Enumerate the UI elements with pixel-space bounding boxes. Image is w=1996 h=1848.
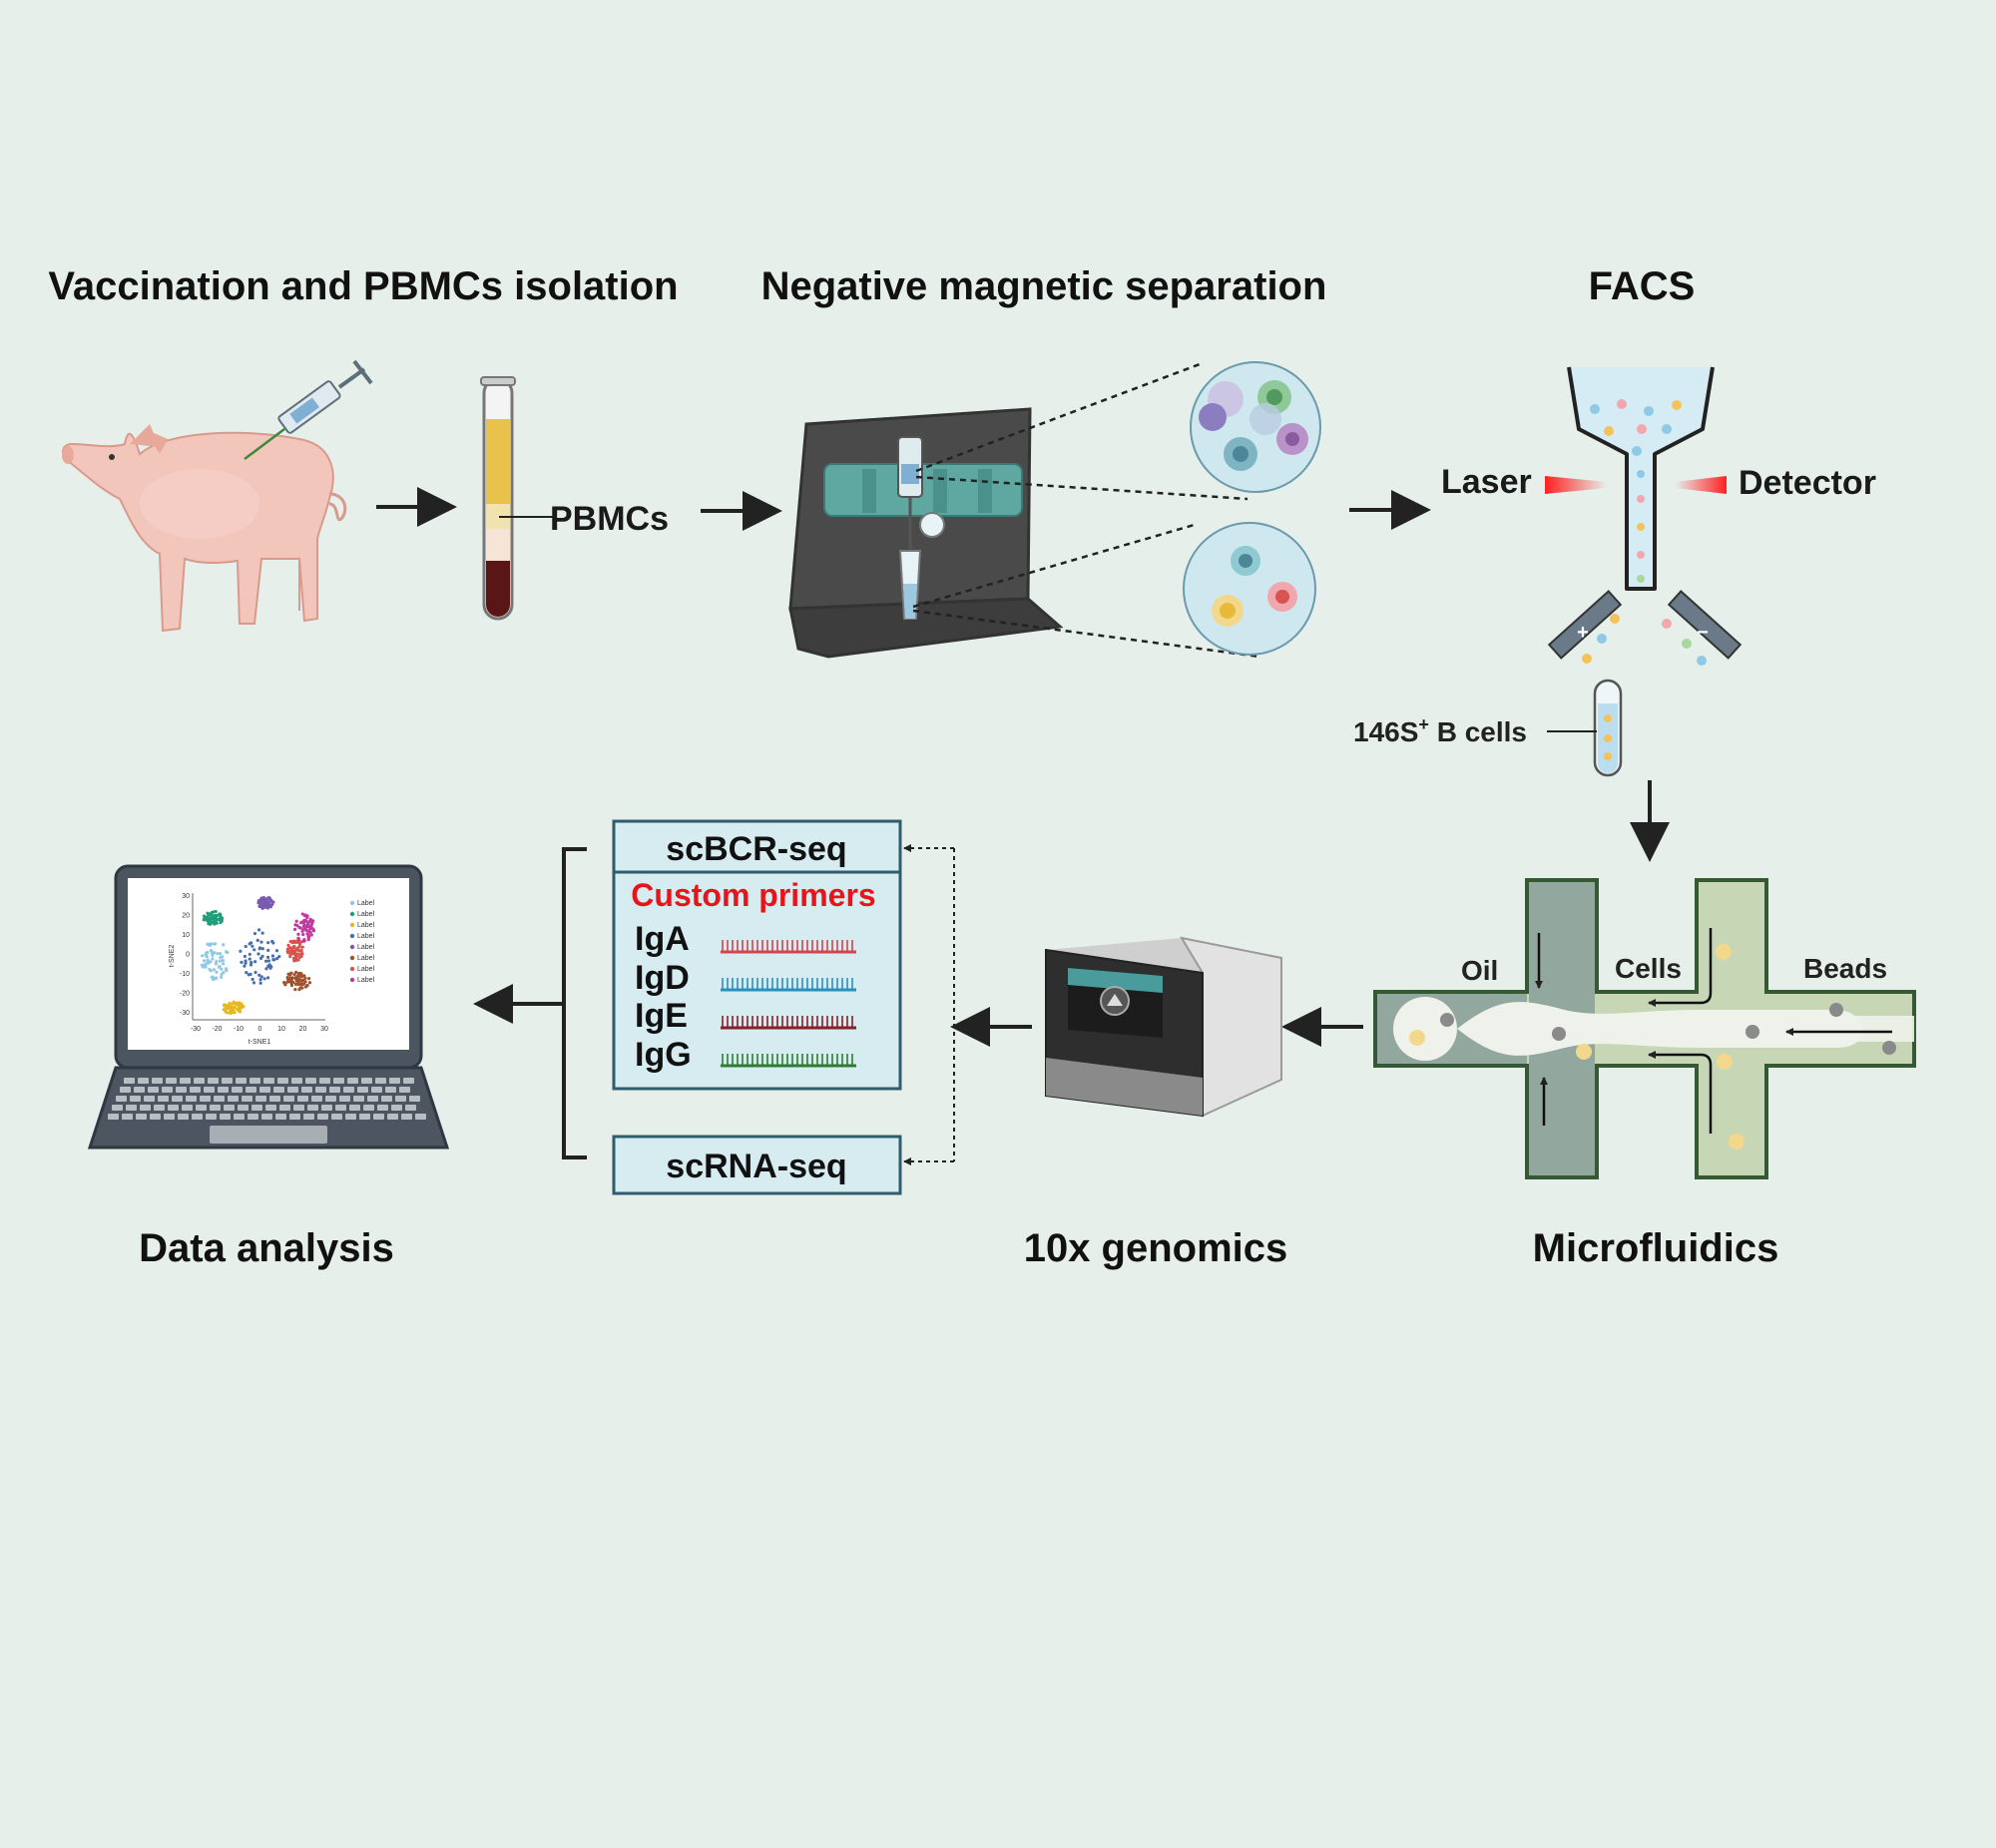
legend-marker <box>349 933 355 939</box>
pig-icon <box>62 424 347 633</box>
plot-xtick: 20 <box>299 1026 307 1033</box>
collection-tube-icon <box>1593 679 1623 777</box>
plate-minus-sign: − <box>1697 622 1709 644</box>
tsne-cluster <box>200 942 230 982</box>
plot-xtick: 0 <box>258 1026 262 1033</box>
10x-instrument-icon <box>1045 936 1282 1118</box>
scbcr-seq-title: scBCR-seq <box>666 830 846 868</box>
title-magnetic-separation: Negative magnetic separation <box>761 264 1327 308</box>
legend-entry: Label <box>357 955 375 962</box>
enriched-b-cells-circle-icon <box>1183 522 1316 656</box>
title-microfluidics: Microfluidics <box>1533 1226 1779 1270</box>
legend-entry: Label <box>357 911 375 918</box>
plot-ytick: -20 <box>180 991 190 998</box>
blood-tube-icon <box>480 376 516 621</box>
bracket <box>562 847 587 1159</box>
laser-beam <box>1545 476 1607 494</box>
primer-ige <box>721 1016 856 1030</box>
legend-entry: Label <box>357 933 375 940</box>
tsne-cluster <box>239 928 281 985</box>
sorted-cells-label: 146S+ B cells <box>1353 714 1527 747</box>
legend-marker <box>349 900 355 906</box>
title-facs: FACS <box>1589 264 1696 308</box>
plot-ytick: 0 <box>186 952 190 959</box>
zoom-lines <box>912 362 1260 659</box>
syringe-icon <box>244 359 373 460</box>
plot-xlabel: t-SNE1 <box>249 1039 271 1046</box>
isotype-igd-label: IgD <box>635 959 690 997</box>
title-10x-genomics: 10x genomics <box>1024 1226 1288 1270</box>
tsne-cluster <box>222 1000 246 1016</box>
primer-iga <box>721 940 856 954</box>
legend-marker <box>349 966 355 972</box>
legend-entry: Label <box>357 900 375 907</box>
tsne-cluster <box>256 895 275 910</box>
plot-ytick: -30 <box>180 1010 190 1017</box>
tsne-plot: t-SNE2 t-SNE1 -30 -20 -10 0 10 20 30 30 20 10 0 -10… <box>169 893 375 1046</box>
flow-arrows <box>1535 928 1892 1134</box>
plot-ytick: -10 <box>180 971 190 978</box>
legend-entry: Label <box>357 977 375 984</box>
plot-xtick: -20 <box>212 1026 222 1033</box>
cell-mixture-circle-icon <box>1190 361 1321 493</box>
pbmcs-label: PBMCs <box>550 500 669 538</box>
scbcr-seq-box <box>612 819 902 1091</box>
plot-ytick: 10 <box>182 932 190 939</box>
tsne-cluster <box>285 939 304 963</box>
plot-xtick: 10 <box>277 1026 285 1033</box>
tsne-cluster <box>202 909 225 926</box>
microfluidics-chip-icon <box>1373 878 1916 1179</box>
oil-label: Oil <box>1461 955 1498 986</box>
detector-label: Detector <box>1739 464 1876 502</box>
plate-plus-sign: + <box>1577 622 1589 644</box>
custom-primers-label: Custom primers <box>631 877 875 913</box>
tsne-cluster <box>292 912 316 943</box>
legend-marker <box>349 911 355 917</box>
primer-igd <box>721 978 856 992</box>
plot-xtick: 30 <box>320 1026 328 1033</box>
legend-entry: Label <box>357 944 375 951</box>
detector-beam <box>1675 476 1727 494</box>
title-data-analysis: Data analysis <box>139 1226 394 1270</box>
cells-label: Cells <box>1615 953 1682 984</box>
primer-lines <box>721 940 856 1068</box>
legend-marker <box>349 922 355 928</box>
dotted-connector <box>903 844 955 1165</box>
scrna-seq-title: scRNA-seq <box>666 1148 846 1185</box>
legend-entry: Label <box>357 922 375 929</box>
plot-ylabel: t-SNE2 <box>169 945 176 968</box>
title-vaccination: Vaccination and PBMCs isolation <box>48 264 678 308</box>
plot-ytick: 30 <box>182 893 190 900</box>
laser-label: Laser <box>1441 463 1532 501</box>
plot-ytick: 20 <box>182 913 190 920</box>
magnetic-separator-icon <box>788 407 1064 659</box>
keyboard <box>108 1078 426 1120</box>
legend-marker <box>349 944 355 950</box>
scrna-seq-box <box>612 1135 902 1195</box>
sorted-droplets <box>1582 614 1707 666</box>
plot-xtick: -10 <box>234 1026 244 1033</box>
beads-label: Beads <box>1803 953 1887 984</box>
legend-marker <box>349 977 355 983</box>
isotype-ige-label: IgE <box>635 997 688 1035</box>
facs-funnel-icon <box>1567 366 1715 591</box>
tsne-cluster <box>282 970 312 992</box>
isotype-iga-label: IgA <box>635 920 690 958</box>
deflection-plates <box>1547 590 1743 660</box>
legend-marker <box>349 955 355 961</box>
primer-igg <box>721 1054 856 1068</box>
isotype-igg-label: IgG <box>635 1036 692 1074</box>
tsne-clusters <box>200 895 316 1016</box>
legend-entry: Label <box>357 966 375 973</box>
plot-xtick: -30 <box>191 1026 201 1033</box>
